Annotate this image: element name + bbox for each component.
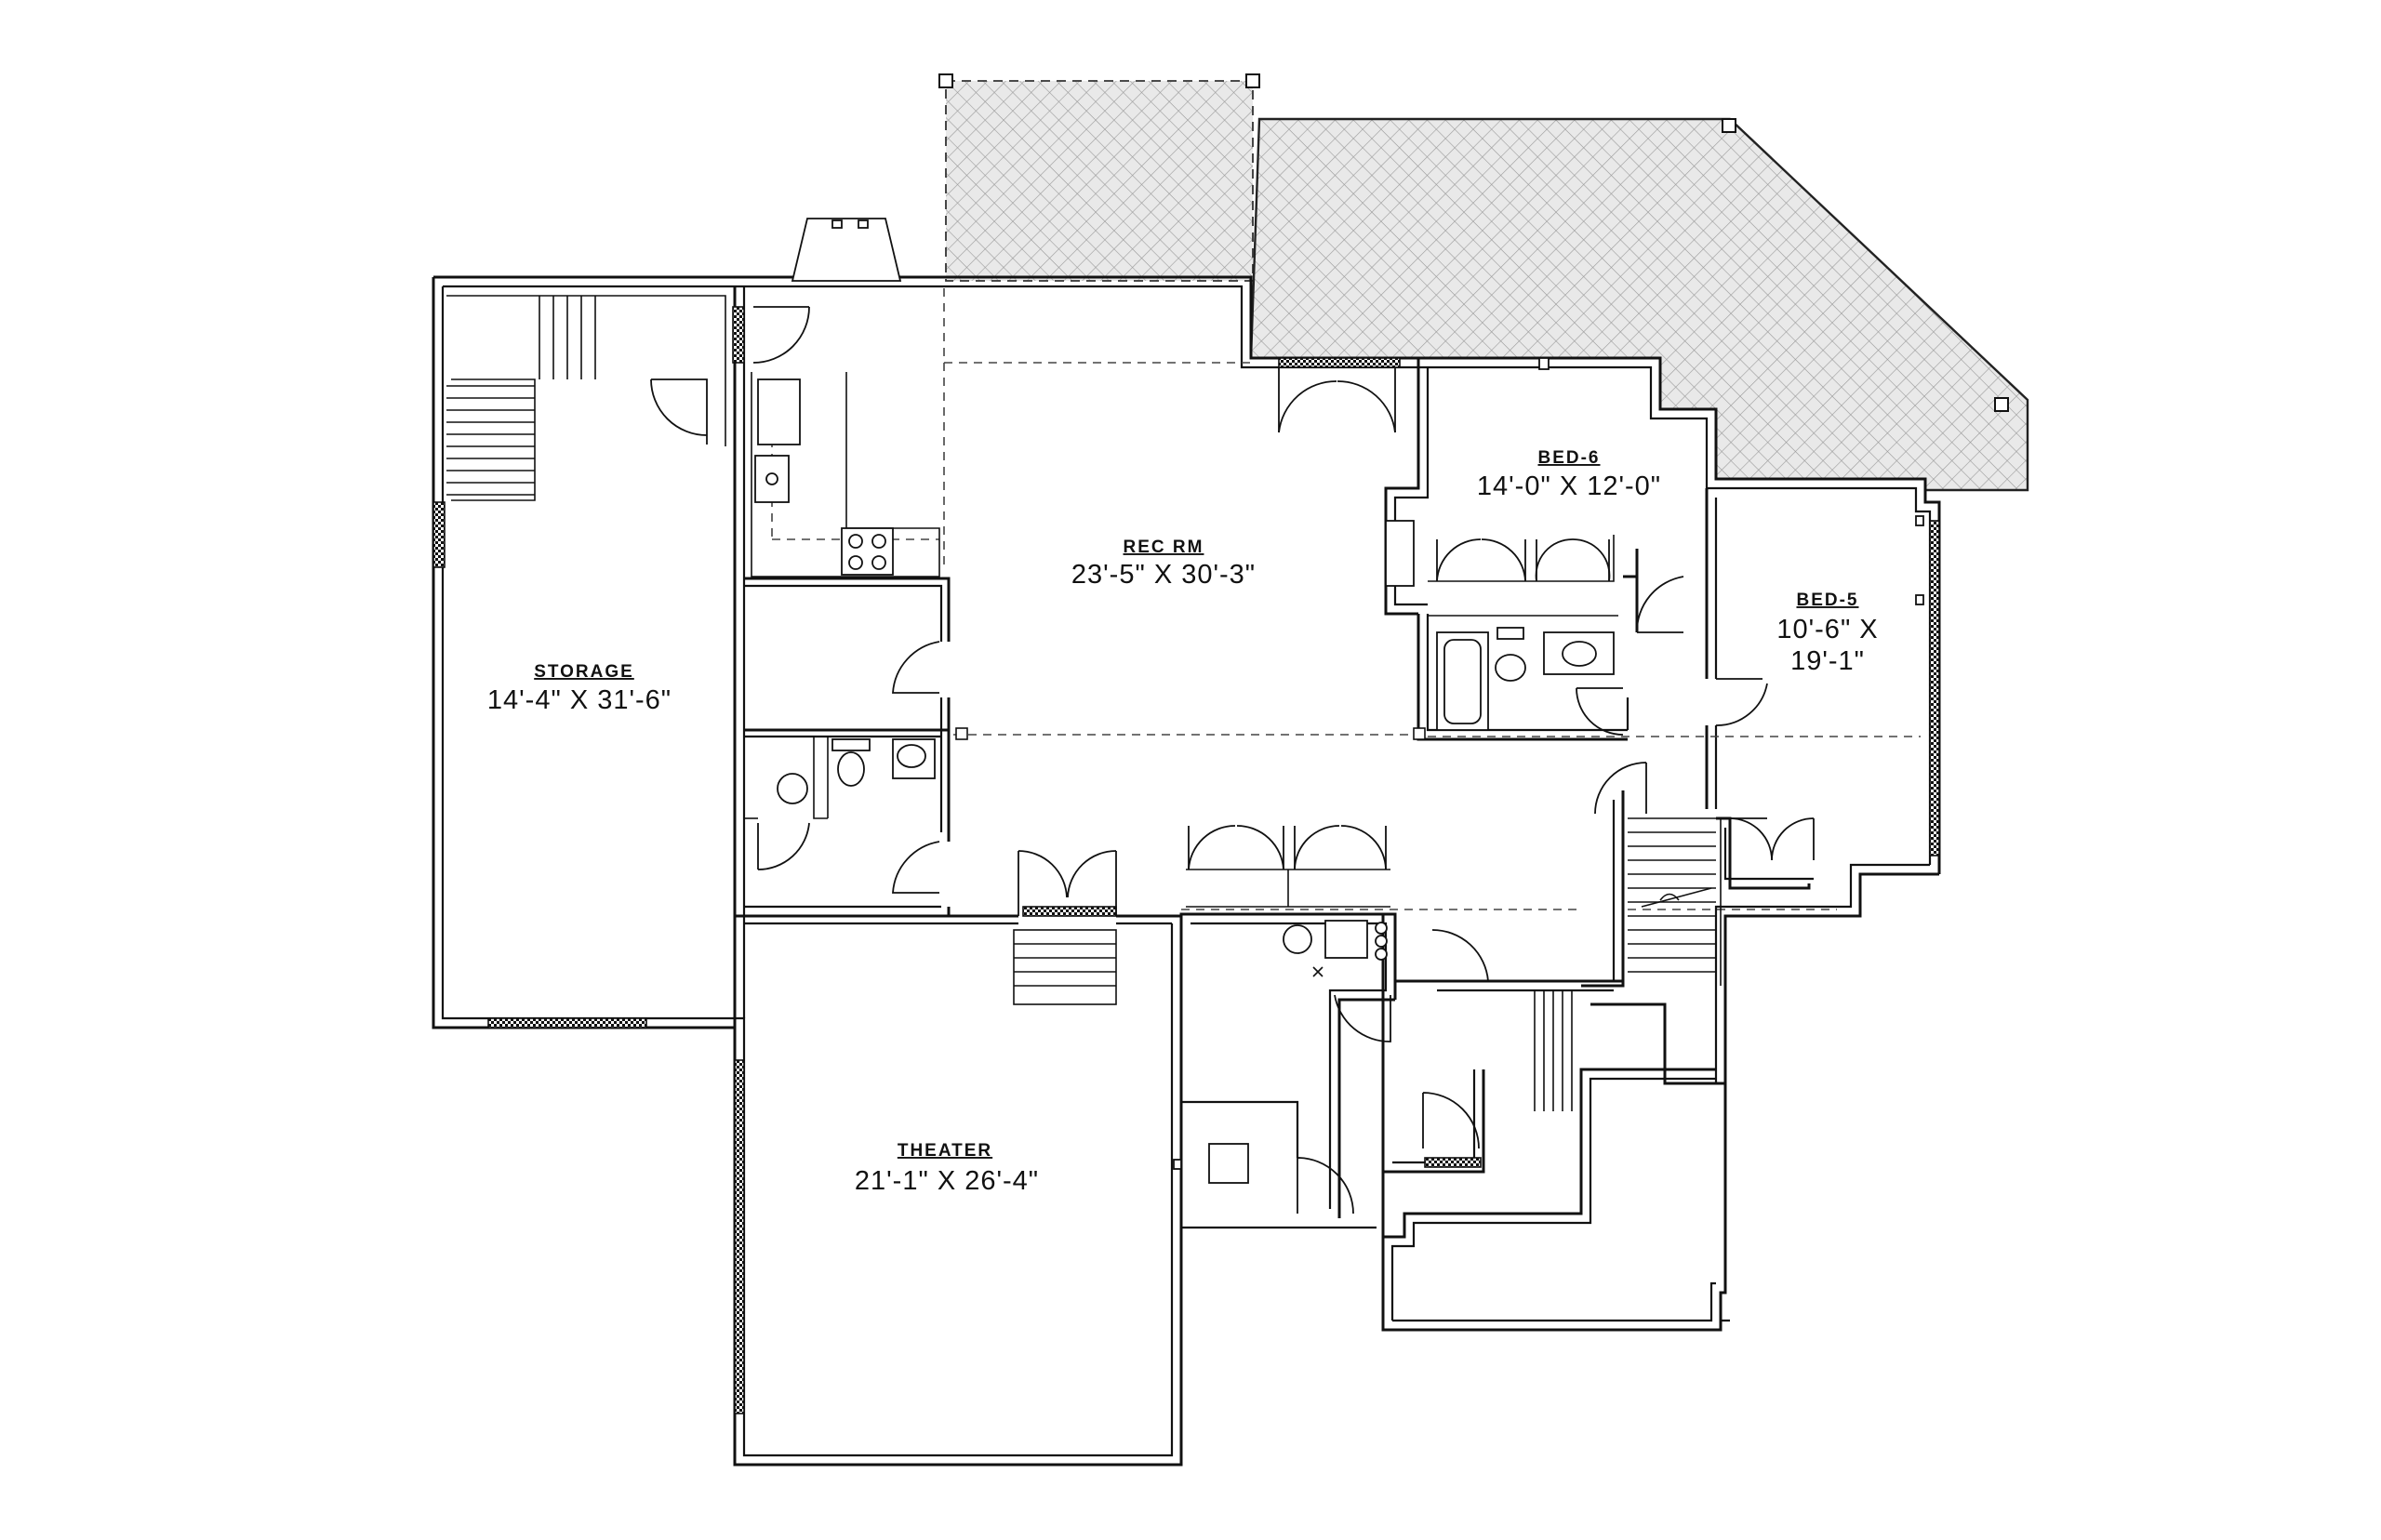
bed-5-dimensions: 10'-6" X [1776, 615, 1878, 644]
bed-6-label: BED-6 14'-0" X 12'-0" [1477, 448, 1661, 501]
rec-rm-name: REC RM [1124, 538, 1204, 557]
theater-label: THEATER 21'-1" X 26'-4" [855, 1141, 1039, 1196]
outer-walls [432, 275, 1941, 1467]
deck-right [1249, 117, 2029, 492]
interior-walls [446, 286, 1814, 1229]
storage-name: STORAGE [534, 662, 634, 682]
bed-6-name: BED-6 [1537, 448, 1600, 468]
storage-dimensions: 14'-4" X 31'-6" [487, 685, 672, 715]
bed-5-dimensions-line2: 19'-1" [1790, 646, 1865, 676]
bed-6-dimensions: 14'-0" X 12'-0" [1477, 471, 1661, 501]
theater-name: THEATER [898, 1141, 992, 1161]
fixtures [751, 218, 1924, 1184]
storage-label: STORAGE 14'-4" X 31'-6" [487, 662, 672, 715]
windows [432, 306, 1940, 1414]
stairs [446, 296, 1722, 1005]
rec-rm-dimensions: 23'-5" X 30'-3" [1071, 560, 1256, 590]
rec-rm-label: REC RM 23'-5" X 30'-3" [1071, 538, 1256, 590]
doors [650, 306, 1815, 1215]
covered-patio-left [938, 73, 1260, 282]
bed-5-name: BED-5 [1796, 591, 1858, 610]
bed-5-label: BED-5 10'-6" X 19'-1" [1776, 591, 1878, 676]
theater-dimensions: 21'-1" X 26'-4" [855, 1166, 1039, 1196]
